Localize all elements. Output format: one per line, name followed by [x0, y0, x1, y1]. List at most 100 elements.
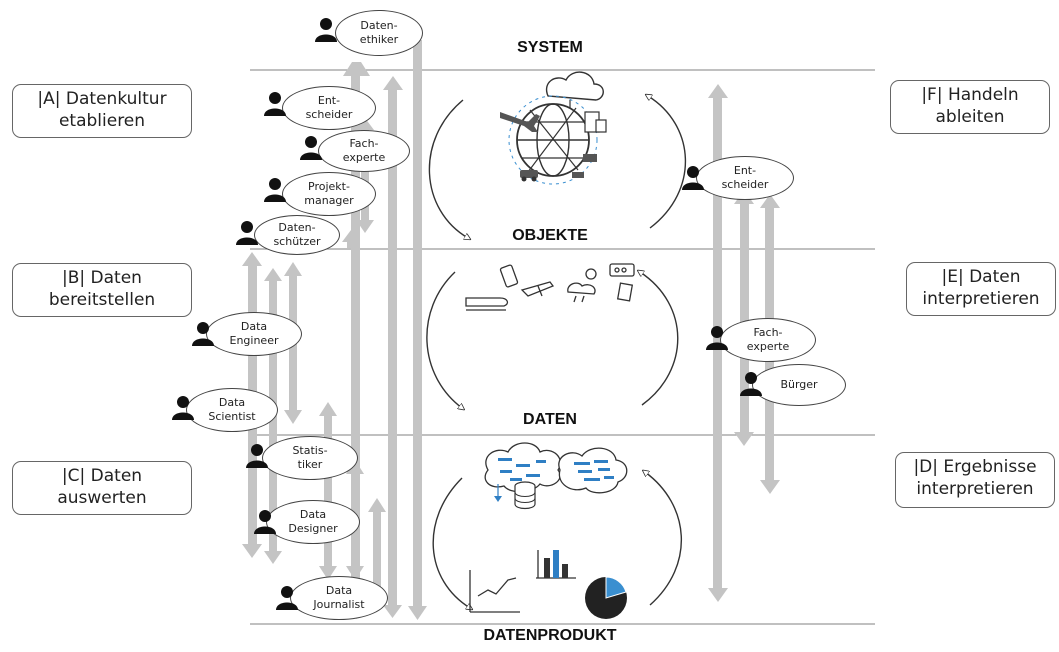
stage-b-line1: |B| Daten — [62, 268, 142, 288]
level-label-datenprodukt: DATENPRODUKT — [483, 627, 617, 644]
stage-a-line1: |A| Datenkultur — [37, 89, 167, 109]
stage-a-line2: etablieren — [58, 111, 146, 131]
stage-d-ergebnisse-interpretieren: |D| Ergebnisse interpretieren — [895, 452, 1055, 508]
role-entscheider-left-line2: scheider — [305, 108, 353, 121]
line-chart-icon — [469, 570, 520, 613]
level-label-daten: DATEN — [523, 411, 577, 428]
airplane-icon — [500, 112, 540, 132]
role-data-journalist-line2: Journalist — [313, 598, 365, 611]
person-icon — [172, 396, 194, 420]
stage-e-line1: |E| Daten — [941, 267, 1021, 287]
role-fachexperte-right-line2: experte — [746, 340, 790, 353]
stage-c-daten-auswerten: |C| Daten auswerten — [12, 461, 192, 515]
stage-b-daten-bereitstellen: |B| Daten bereitstellen — [12, 263, 192, 317]
role-data-journalist-line1: Data — [325, 584, 353, 597]
role-projektmanager: Projekt-manager — [282, 172, 376, 216]
cycle-arrow-system-right — [648, 96, 687, 229]
role-datenethiker: Daten-ethiker — [335, 10, 423, 56]
person-icon — [315, 18, 337, 42]
bar-chart-icon — [536, 550, 576, 579]
weather-icon — [567, 268, 597, 303]
pie-chart-icon — [585, 576, 627, 619]
stage-c-line2: auswerten — [57, 488, 147, 508]
system-sketch — [500, 71, 607, 185]
role-datenschuetzer-line1: Daten- — [278, 221, 316, 234]
car-icon — [520, 170, 538, 182]
person-icon — [276, 586, 298, 610]
role-fachexperte-left: Fach-experte — [318, 130, 410, 172]
person-icon — [682, 166, 704, 190]
level-label-objekte: OBJEKTE — [512, 227, 588, 244]
data-cloud-icon — [484, 442, 628, 494]
role-fachexperte-left-line2: experte — [342, 151, 386, 164]
person-icon — [246, 444, 268, 468]
stage-c-line1: |C| Daten — [61, 466, 143, 486]
train-icon — [465, 297, 509, 311]
person-icon — [264, 92, 286, 116]
building-icon — [584, 111, 607, 133]
role-entscheider-left-line1: Ent- — [317, 94, 341, 107]
person-icon — [706, 326, 728, 350]
range-arrow-projektmanager — [356, 118, 374, 233]
stage-b-line2: bereitstellen — [48, 290, 156, 310]
role-fachexperte-left-line1: Fach- — [349, 137, 379, 150]
cycle-arrow-datenprodukt-left — [432, 477, 470, 608]
cycle-arrows — [426, 96, 687, 608]
cycle-arrow-system-left — [428, 99, 468, 238]
person-icon — [300, 136, 322, 160]
range-arrow-datenethiker — [408, 40, 427, 620]
role-datenethiker-line2: ethiker — [359, 33, 399, 46]
role-data-designer-line2: Designer — [288, 522, 338, 535]
role-datenethiker-line1: Daten- — [360, 19, 398, 32]
level-label-system: SYSTEM — [517, 39, 583, 56]
objekte-sketch — [465, 263, 635, 311]
card-icon — [609, 263, 635, 277]
stage-e-daten-interpretieren: |E| Daten interpretieren — [906, 262, 1056, 316]
role-buerger: Bürger — [752, 364, 846, 406]
cloud-icon — [545, 71, 604, 108]
role-data-engineer-line1: Data — [240, 320, 268, 333]
stage-a-datenkultur: |A| Datenkultur etablieren — [12, 84, 192, 138]
phone-icon — [499, 264, 519, 288]
role-datenschuetzer: Daten-schützer — [254, 215, 340, 255]
stage-f-line1: |F| Handeln — [921, 85, 1019, 105]
range-arrow-data-designer — [319, 402, 337, 580]
role-entscheider-right: Ent-scheider — [696, 156, 794, 200]
role-fachexperte-right: Fach-experte — [720, 318, 816, 362]
stage-e-line2: interpretieren — [922, 289, 1040, 309]
cycle-arrow-objekte-left — [426, 271, 462, 408]
role-fachexperte-right-line1: Fach- — [753, 326, 783, 339]
role-data-engineer-line2: Engineer — [229, 334, 279, 347]
role-statistiker-line1: Statis- — [292, 444, 328, 457]
role-projektmanager-line1: Projekt- — [308, 180, 350, 193]
role-data-scientist-line1: Data — [218, 396, 246, 409]
role-buerger-line1: Bürger — [780, 378, 818, 391]
role-entscheider-right-line2: scheider — [721, 178, 769, 191]
role-entscheider-left: Ent-scheider — [282, 86, 376, 130]
stage-d-line1: |D| Ergebnisse — [913, 457, 1037, 477]
role-projektmanager-line2: manager — [304, 194, 354, 207]
stage-f-line2: ableiten — [935, 107, 1005, 127]
airplane-icon — [520, 281, 555, 297]
stage-f-handeln-ableiten: |F| Handeln ableiten — [890, 80, 1050, 134]
range-arrow-fachexperte-right — [734, 190, 754, 446]
cycle-arrow-objekte-right — [640, 272, 679, 406]
stage-d-line2: interpretieren — [916, 479, 1034, 499]
datenprodukt-sketch — [469, 442, 628, 619]
cycle-arrow-datenprodukt-right — [645, 472, 682, 606]
range-arrow-fachexperte-left — [383, 76, 403, 618]
person-icon — [254, 510, 276, 534]
role-data-scientist-line2: Scientist — [208, 410, 256, 423]
person-icon — [236, 221, 258, 245]
role-statistiker: Statis-tiker — [262, 436, 358, 480]
satellite-icon — [572, 154, 597, 178]
person-icon — [740, 372, 762, 396]
ticket-icon — [616, 282, 634, 302]
role-statistiker-line2: tiker — [297, 458, 323, 471]
role-datenschuetzer-line2: schützer — [273, 235, 321, 248]
range-arrow-datenschuetzer — [342, 230, 360, 248]
